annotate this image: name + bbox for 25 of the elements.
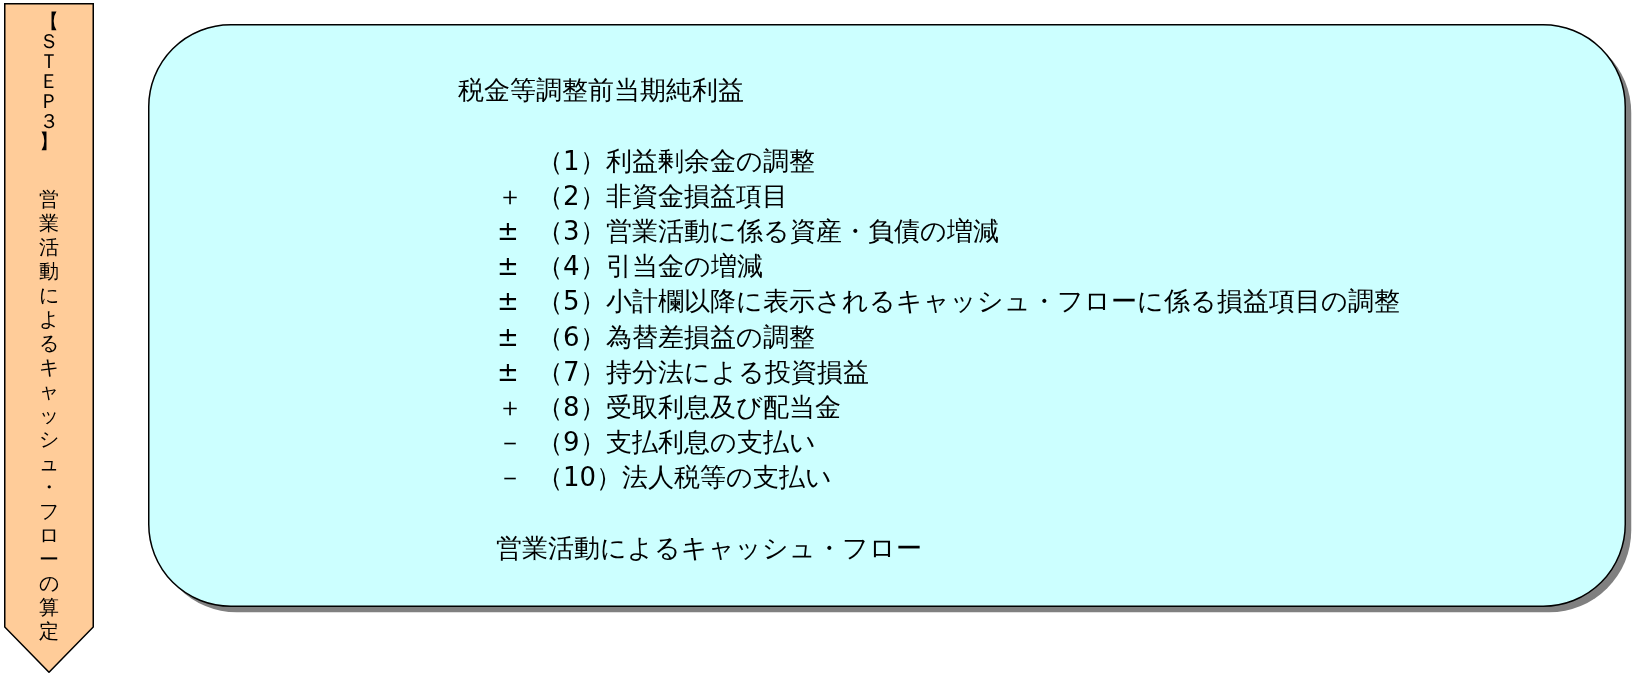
list-item: （4）引当金の増減 [537, 251, 763, 282]
operator-sign: ± [497, 321, 519, 352]
list-item: （6）為替差損益の調整 [537, 321, 815, 352]
arrow-banner [4, 3, 94, 673]
list-item: （9）支払利息の支払い [537, 426, 816, 457]
list-item: （8）受取利息及び配当金 [537, 391, 841, 422]
list-item: （5）小計欄以降に表示されるキャッシュ・フローに係る損益項目の調整 [537, 286, 1400, 317]
list-item: （2）非資金損益項目 [537, 181, 788, 212]
list-item: （3）営業活動に係る資産・負債の増減 [537, 216, 999, 247]
list-item: （10）法人税等の支払い [537, 461, 833, 492]
list-item: （7）持分法による投資損益 [537, 356, 869, 387]
step-label: 【ＳＴＥＰ３】 [39, 11, 59, 151]
operator-sign: － [497, 426, 523, 457]
operator-sign: ± [497, 356, 519, 387]
operator-sign: ＋ [497, 181, 523, 212]
result-text: 営業活動によるキャッシュ・フロー [496, 533, 922, 563]
operator-sign: ＋ [497, 391, 523, 422]
operator-sign: － [497, 461, 523, 492]
list-item: （1）利益剰余金の調整 [537, 146, 815, 176]
operator-sign: ± [497, 251, 519, 282]
operator-sign: ± [497, 216, 519, 247]
heading: 税金等調整前当期純利益 [458, 75, 744, 105]
step-title: 営業活動によるキャッシュ・フローの算定 [39, 187, 59, 643]
rounded-panel [148, 24, 1632, 613]
operator-sign: ± [497, 286, 519, 317]
